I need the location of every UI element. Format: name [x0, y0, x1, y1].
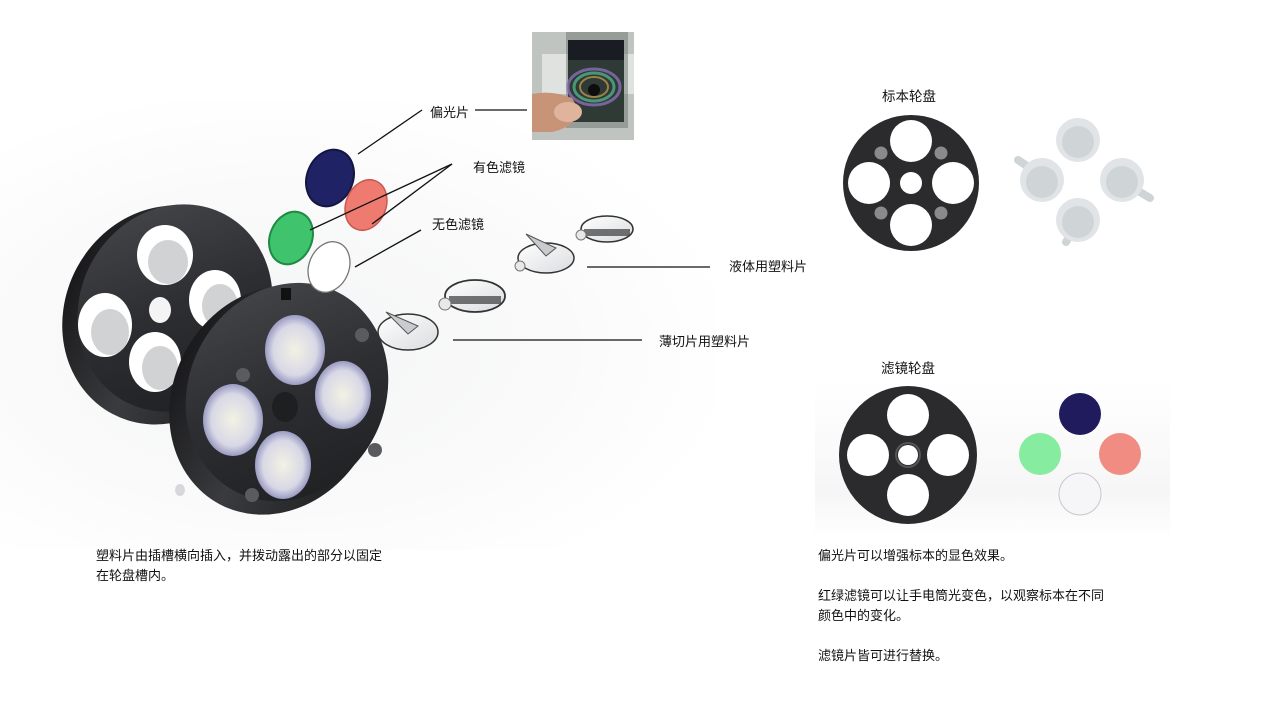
slide-left: [1020, 158, 1064, 202]
label-clear-filter: 无色滤镜: [432, 218, 485, 233]
polarizer-photo: [532, 32, 634, 140]
polarizer-disk-icon: [1059, 393, 1101, 435]
slide-top: [1056, 118, 1100, 162]
clear-filter-disk: [307, 241, 351, 293]
specimen-wheel-diagram: [843, 115, 979, 251]
specimen-wheel-title: 标本轮盘: [882, 89, 936, 105]
red-filter-icon: [1099, 433, 1141, 475]
green-filter-disk: [268, 210, 314, 266]
filter-disks: [268, 148, 388, 293]
filter-disks-diagram: [1019, 393, 1141, 516]
caption-line-2: 在轮盘槽内。: [96, 569, 175, 584]
specimen-slides-diagram: [1014, 118, 1154, 246]
green-filter-icon: [1019, 433, 1061, 475]
label-polarizer: 偏光片: [430, 106, 470, 121]
filter-wheel-diagram: [839, 386, 977, 524]
filter-notes: 偏光片可以增强标本的显色效果。 红绿滤镜可以让手电筒光变色，以观察标本在不同 颜…: [818, 547, 1158, 667]
label-color-filter: 有色滤镜: [473, 161, 526, 176]
front-wheel: [169, 282, 389, 515]
note-replaceable: 滤镜片皆可进行替换。: [818, 649, 949, 664]
filter-wheel-title: 滤镜轮盘: [881, 361, 935, 377]
exploded-view-illustration: [62, 109, 710, 515]
slide-right: [1100, 158, 1144, 202]
note-polarizer: 偏光片可以增强标本的显色效果。: [818, 549, 1014, 564]
slide-bottom: [1056, 198, 1100, 242]
caption-line-1: 塑料片由插槽横向插入，并拨动露出的部分以固定: [96, 549, 383, 564]
exploded-view-caption: 塑料片由插槽横向插入，并拨动露出的部分以固定 在轮盘槽内。: [96, 547, 436, 587]
plastic-slides: [377, 215, 634, 351]
polarizer-photo-graphic: [532, 32, 634, 140]
label-liquid-slide: 液体用塑料片: [729, 260, 808, 275]
polarizer-disk: [305, 148, 355, 208]
clear-filter-icon: [1058, 472, 1102, 516]
red-filter-disk: [344, 179, 388, 231]
note-color-filter-1: 红绿滤镜可以让手电筒光变色，以观察标本在不同: [818, 589, 1105, 604]
note-color-filter-2: 颜色中的变化。: [818, 609, 910, 624]
label-section-slide: 薄切片用塑料片: [659, 335, 751, 350]
leader-lines: [309, 109, 710, 341]
